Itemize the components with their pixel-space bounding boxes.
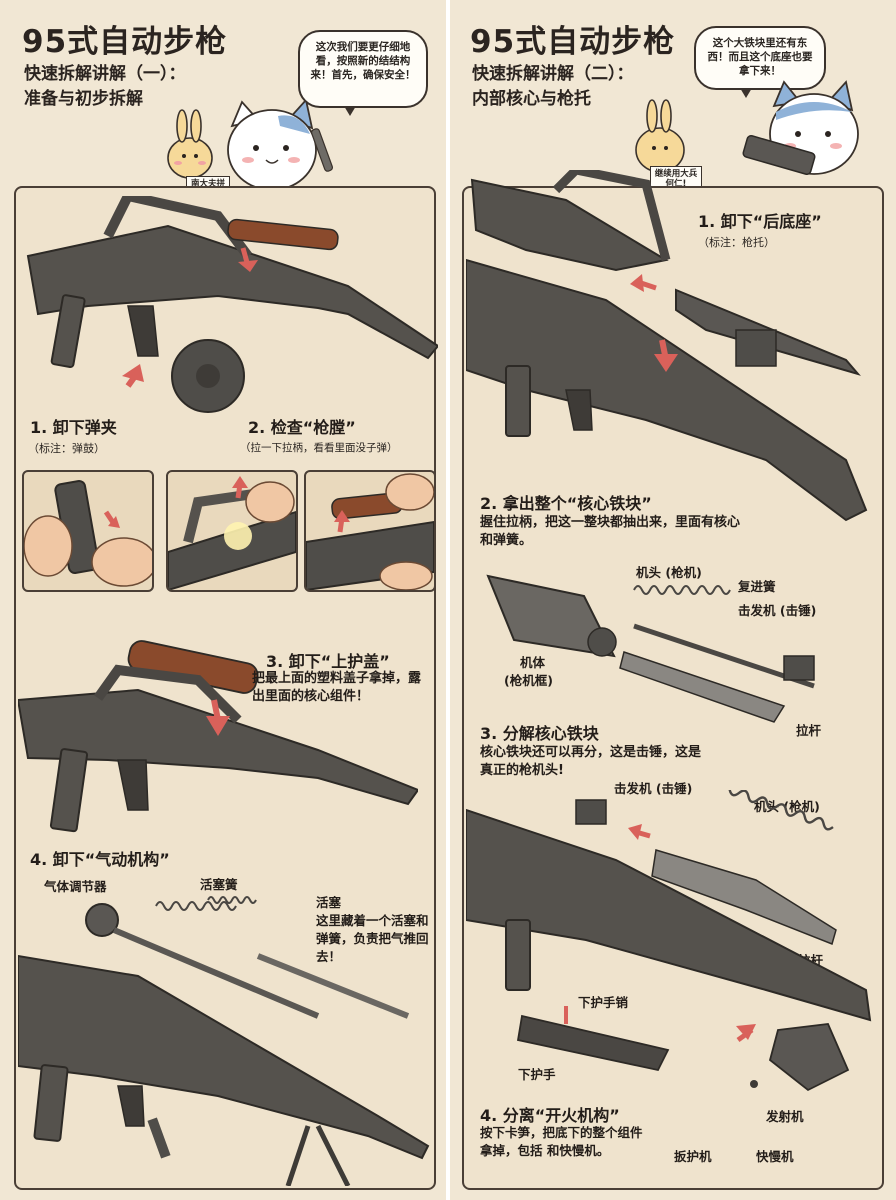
label-trigger-guard: 扳护机 [674, 1149, 712, 1164]
label-bolt-head: 机头 (枪机) [636, 565, 702, 580]
left-subtitle-line2: 准备与初步拆解 [24, 89, 143, 109]
right-step4-desc: 按下卡笋，把底下的整个组件拿掉，包括 和快慢机。 [480, 1125, 643, 1158]
right-subtitle-line1: 快速拆解讲解（二）： [472, 64, 634, 84]
label-carrier-sub: (枪机框) [504, 673, 553, 688]
left-step4-desc: 这里藏着一个活塞和弹簧，负责把气推回去！ [316, 913, 429, 964]
label-bolt-head-2: 机头 (枪机) [754, 799, 820, 814]
right-speech-bubble: 这个大铁块里还有东西！而且这个底座也要拿下来！ [694, 26, 826, 98]
right-step3-desc: 核心铁块还可以再分，这是击锤，这是真正的枪机头! [480, 745, 702, 778]
left-step2-title: 2. 检查“枪膛” [248, 418, 356, 437]
label-carrier: 机体 [520, 655, 546, 670]
left-mascots [160, 86, 360, 196]
right-step3-title: 3. 分解核心铁块 [480, 724, 599, 743]
cat-mascot-icon [742, 80, 859, 176]
right-title: 95式自动步枪 [470, 24, 676, 60]
cat-mascot-icon [227, 98, 334, 191]
right-subtitle: 快速拆解讲解（二）： 内部核心与枪托 [472, 62, 634, 112]
right-step2-desc: 握住拉柄，把这一整块都抽出来，里面有核心和弹簧。 [480, 515, 741, 548]
right-subtitle-line2: 内部核心与枪托 [472, 89, 591, 109]
rifle-illustration-3 [18, 640, 418, 840]
left-title: 95式自动步枪 [22, 24, 228, 60]
left-step2-note: （拉一下拉柄，看看里面没子弹） [240, 442, 398, 454]
rifle-illustration-r3 [466, 790, 876, 1050]
photo-remove-cover [304, 470, 436, 592]
label-handguard-pin: 下护手销 [578, 995, 629, 1010]
left-subtitle: 快速拆解讲解（一）： 准备与初步拆解 [24, 62, 186, 112]
left-subtitle-line1: 快速拆解讲解（一）： [24, 64, 186, 84]
left-step1-title: 1. 卸下弹夹 [30, 418, 117, 437]
label-selector: 快慢机 [756, 1149, 794, 1164]
label-hammer: 击发机 (击锤) [738, 603, 817, 618]
left-step4-title: 4. 卸下“气动机构” [30, 850, 170, 869]
right-step4-title: 4. 分离“开火机构” [480, 1106, 620, 1125]
label-gas-regulator: 气体调节器 [44, 879, 107, 894]
right-panel: 95式自动步枪 快速拆解讲解（二）： 内部核心与枪托 这个大铁块里还有东西！而且… [448, 0, 896, 1200]
label-hammer-2: 击发机 (击锤) [614, 781, 693, 796]
label-piston-spring: 活塞簧 [200, 877, 238, 892]
bunny-mascot-icon [167, 109, 213, 179]
label-operating-rod: 拉杆 [796, 723, 822, 738]
right-mascots [624, 76, 896, 196]
label-piston: 活塞 [316, 895, 342, 910]
rifle-illustration-1 [18, 196, 438, 416]
right-step2-title: 2. 拿出整个“核心铁块” [480, 494, 652, 513]
rifle-illustration-4 [18, 896, 432, 1186]
core-block-exploded [484, 556, 854, 736]
left-step3-title: 3. 卸下“上护盖” [266, 652, 390, 671]
left-speech-bubble: 这次我们要更仔细地看，按照新的结结构来！首先，确保安全！ [298, 30, 428, 116]
photo-remove-magazine [22, 470, 154, 592]
label-trigger-mechanism: 发射机 [766, 1109, 804, 1124]
rifle-illustration-r1 [466, 170, 876, 550]
left-step3-desc: 把最上面的塑料盖子拿掉，露出里面的核心组件！ [252, 671, 422, 704]
left-panel: 95式自动步枪 快速拆解讲解（一）： 准备与初步拆解 [14, 24, 438, 1190]
right-step1-note: （标注：枪托） [698, 236, 775, 249]
fire-control-parts [508, 1000, 878, 1120]
label-lower-handguard: 下护手 [518, 1067, 556, 1082]
photo-check-chamber [166, 470, 298, 592]
label-recoil-spring: 复进簧 [738, 579, 776, 594]
panel-divider [446, 0, 450, 1200]
left-step1-note: （标注：弹鼓） [28, 442, 105, 455]
bunny-mascot-icon [635, 99, 685, 173]
right-step1-title: 1. 卸下“后底座” [698, 212, 822, 231]
